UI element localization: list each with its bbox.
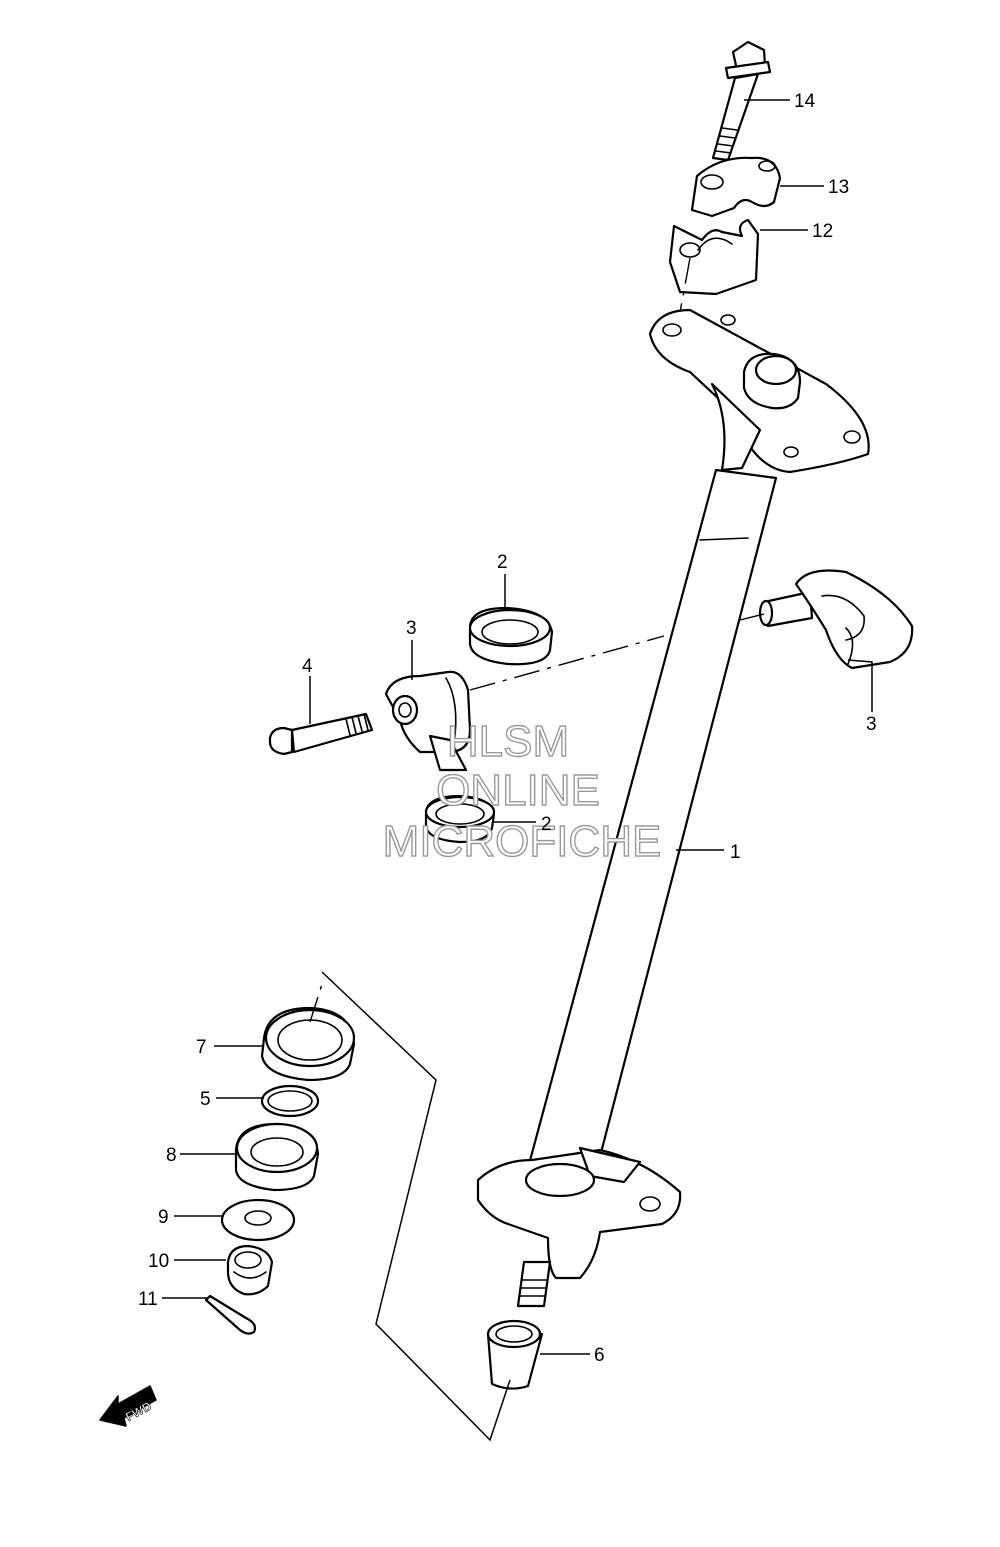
watermark-line-3: MICROFICHE	[383, 817, 662, 866]
part-12-lower-holder	[668, 218, 760, 296]
part-9-washer	[220, 1198, 296, 1242]
callout-3-left: 3	[406, 618, 417, 639]
part-13-upper-holder	[690, 156, 782, 218]
part-4-bolt	[268, 712, 374, 756]
assembly-lines	[309, 613, 765, 1442]
callout-14: 14	[794, 91, 816, 112]
callout-4: 4	[302, 656, 313, 677]
part-14-bolt	[711, 40, 772, 162]
part-6-bushing	[486, 1319, 544, 1390]
callout-11: 11	[138, 1289, 158, 1310]
part-2-lower-bushing	[424, 794, 496, 844]
callout-5: 5	[200, 1089, 211, 1110]
callout-1: 1	[730, 842, 741, 863]
callout-2-upper: 2	[497, 552, 508, 573]
part-1-steering-shaft	[476, 308, 870, 1308]
callout-2-lower: 2	[541, 814, 552, 835]
callout-13: 13	[828, 177, 849, 198]
callout-3-right: 3	[866, 714, 877, 735]
callout-12: 12	[812, 221, 833, 242]
part-8-bearing	[234, 1122, 320, 1192]
watermark-line-1: HLSM	[447, 717, 569, 766]
callout-labels: 1 2 2 3 3 4 5 6 7 8 9 10 11 12 13 14	[138, 91, 877, 1366]
fwd-arrow: FWD	[99, 1385, 157, 1427]
part-5-o-ring	[260, 1084, 320, 1118]
part-3-right-holder	[758, 569, 914, 670]
leader-lines	[162, 99, 873, 1355]
callout-8: 8	[166, 1145, 177, 1166]
callout-10: 10	[148, 1251, 169, 1272]
part-2-upper-bushing	[468, 606, 554, 666]
part-10-castle-nut	[226, 1244, 274, 1296]
watermark: HLSM ONLINE MICROFICHE	[382, 716, 662, 866]
part-3-left-holder	[384, 670, 472, 772]
part-11-cotter-pin	[204, 1294, 257, 1335]
callout-6: 6	[594, 1345, 605, 1366]
callout-7: 7	[196, 1037, 207, 1058]
watermark-line-2: ONLINE	[436, 766, 600, 815]
part-7-bearing	[260, 1006, 356, 1082]
callout-9: 9	[158, 1207, 169, 1228]
